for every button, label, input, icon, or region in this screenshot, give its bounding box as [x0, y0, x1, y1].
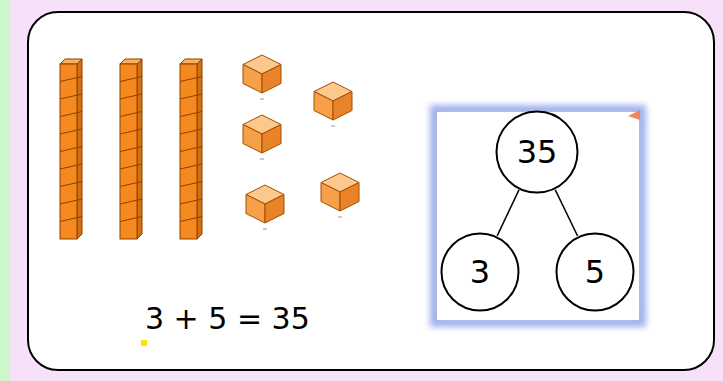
- cube-tick: [338, 217, 342, 218]
- rod-segment-line: [60, 147, 82, 152]
- panel: [28, 12, 714, 370]
- rod-segment-line: [60, 182, 82, 187]
- rod-segment-line: [120, 112, 142, 117]
- circle-outline: [557, 234, 634, 311]
- rod-front: [60, 64, 77, 239]
- tens-rod: [120, 59, 142, 239]
- rod-segment-line: [60, 164, 82, 169]
- cube-face: [243, 65, 262, 94]
- cube-face: [265, 195, 284, 224]
- frame-glow: [435, 110, 641, 322]
- rod-segment-line: [60, 112, 82, 117]
- rod-front: [180, 64, 197, 239]
- cube-face: [262, 65, 281, 94]
- cube-face: [243, 125, 262, 154]
- circle-outline: [442, 234, 519, 311]
- number-value: 5: [585, 256, 605, 288]
- ones-cubes: [243, 55, 359, 229]
- branch-line: [497, 190, 519, 236]
- number-circle: 3: [440, 232, 520, 312]
- cube-face: [262, 125, 281, 154]
- cube-face: [246, 195, 265, 224]
- cube-face: [333, 92, 352, 121]
- unit-cube: [314, 82, 352, 126]
- number-circle: 5: [555, 232, 635, 312]
- rod-segment-line: [120, 94, 142, 99]
- rod-segment-line: [60, 217, 82, 222]
- rod-segment-line: [120, 199, 142, 204]
- side-strip: [0, 0, 10, 381]
- rod-side: [197, 59, 202, 239]
- rod-segment-line: [180, 129, 202, 134]
- rod-segment-line: [60, 199, 82, 204]
- rod-segment-line: [60, 129, 82, 134]
- rod-segment-line: [60, 77, 82, 82]
- rod-segment-line: [180, 112, 202, 117]
- unit-cube: [321, 173, 359, 217]
- rod-segment-line: [180, 199, 202, 204]
- rod-front: [120, 64, 137, 239]
- rod-segment-line: [120, 182, 142, 187]
- number-circle: 35: [495, 110, 579, 194]
- rod-side: [137, 59, 142, 239]
- rod-segment-line: [180, 164, 202, 169]
- cube-face: [340, 183, 359, 212]
- branch-line: [555, 190, 577, 236]
- rod-segment-line: [120, 77, 142, 82]
- tens-rod: [180, 59, 202, 239]
- rod-segment-line: [120, 217, 142, 222]
- rod-segment-line: [180, 217, 202, 222]
- cube-tick: [260, 99, 264, 100]
- part-whole-frame: [437, 112, 639, 320]
- tens-rods: [60, 59, 202, 239]
- unit-cube: [246, 185, 284, 229]
- number-value: 3: [470, 256, 490, 288]
- circle-outline: [497, 112, 578, 193]
- cube-face: [314, 92, 333, 121]
- rod-segment-line: [180, 77, 202, 82]
- rod-segment-line: [180, 147, 202, 152]
- cube-tick: [263, 229, 267, 230]
- rod-segment-line: [60, 94, 82, 99]
- rod-segment-line: [180, 182, 202, 187]
- corner-mark: [628, 110, 640, 120]
- cube-face: [321, 183, 340, 212]
- unit-cube: [243, 55, 281, 99]
- tens-rod: [60, 59, 82, 239]
- cube-tick: [331, 126, 335, 127]
- unit-cube: [243, 115, 281, 159]
- rod-segment-line: [120, 147, 142, 152]
- number-value: 35: [517, 136, 558, 168]
- rod-segment-line: [120, 129, 142, 134]
- cursor-mark: [141, 340, 147, 346]
- rod-segment-line: [120, 164, 142, 169]
- rod-side: [77, 59, 82, 239]
- rod-segment-line: [180, 94, 202, 99]
- equation-text: 3 + 5 = 35: [145, 304, 310, 334]
- cube-tick: [260, 159, 264, 160]
